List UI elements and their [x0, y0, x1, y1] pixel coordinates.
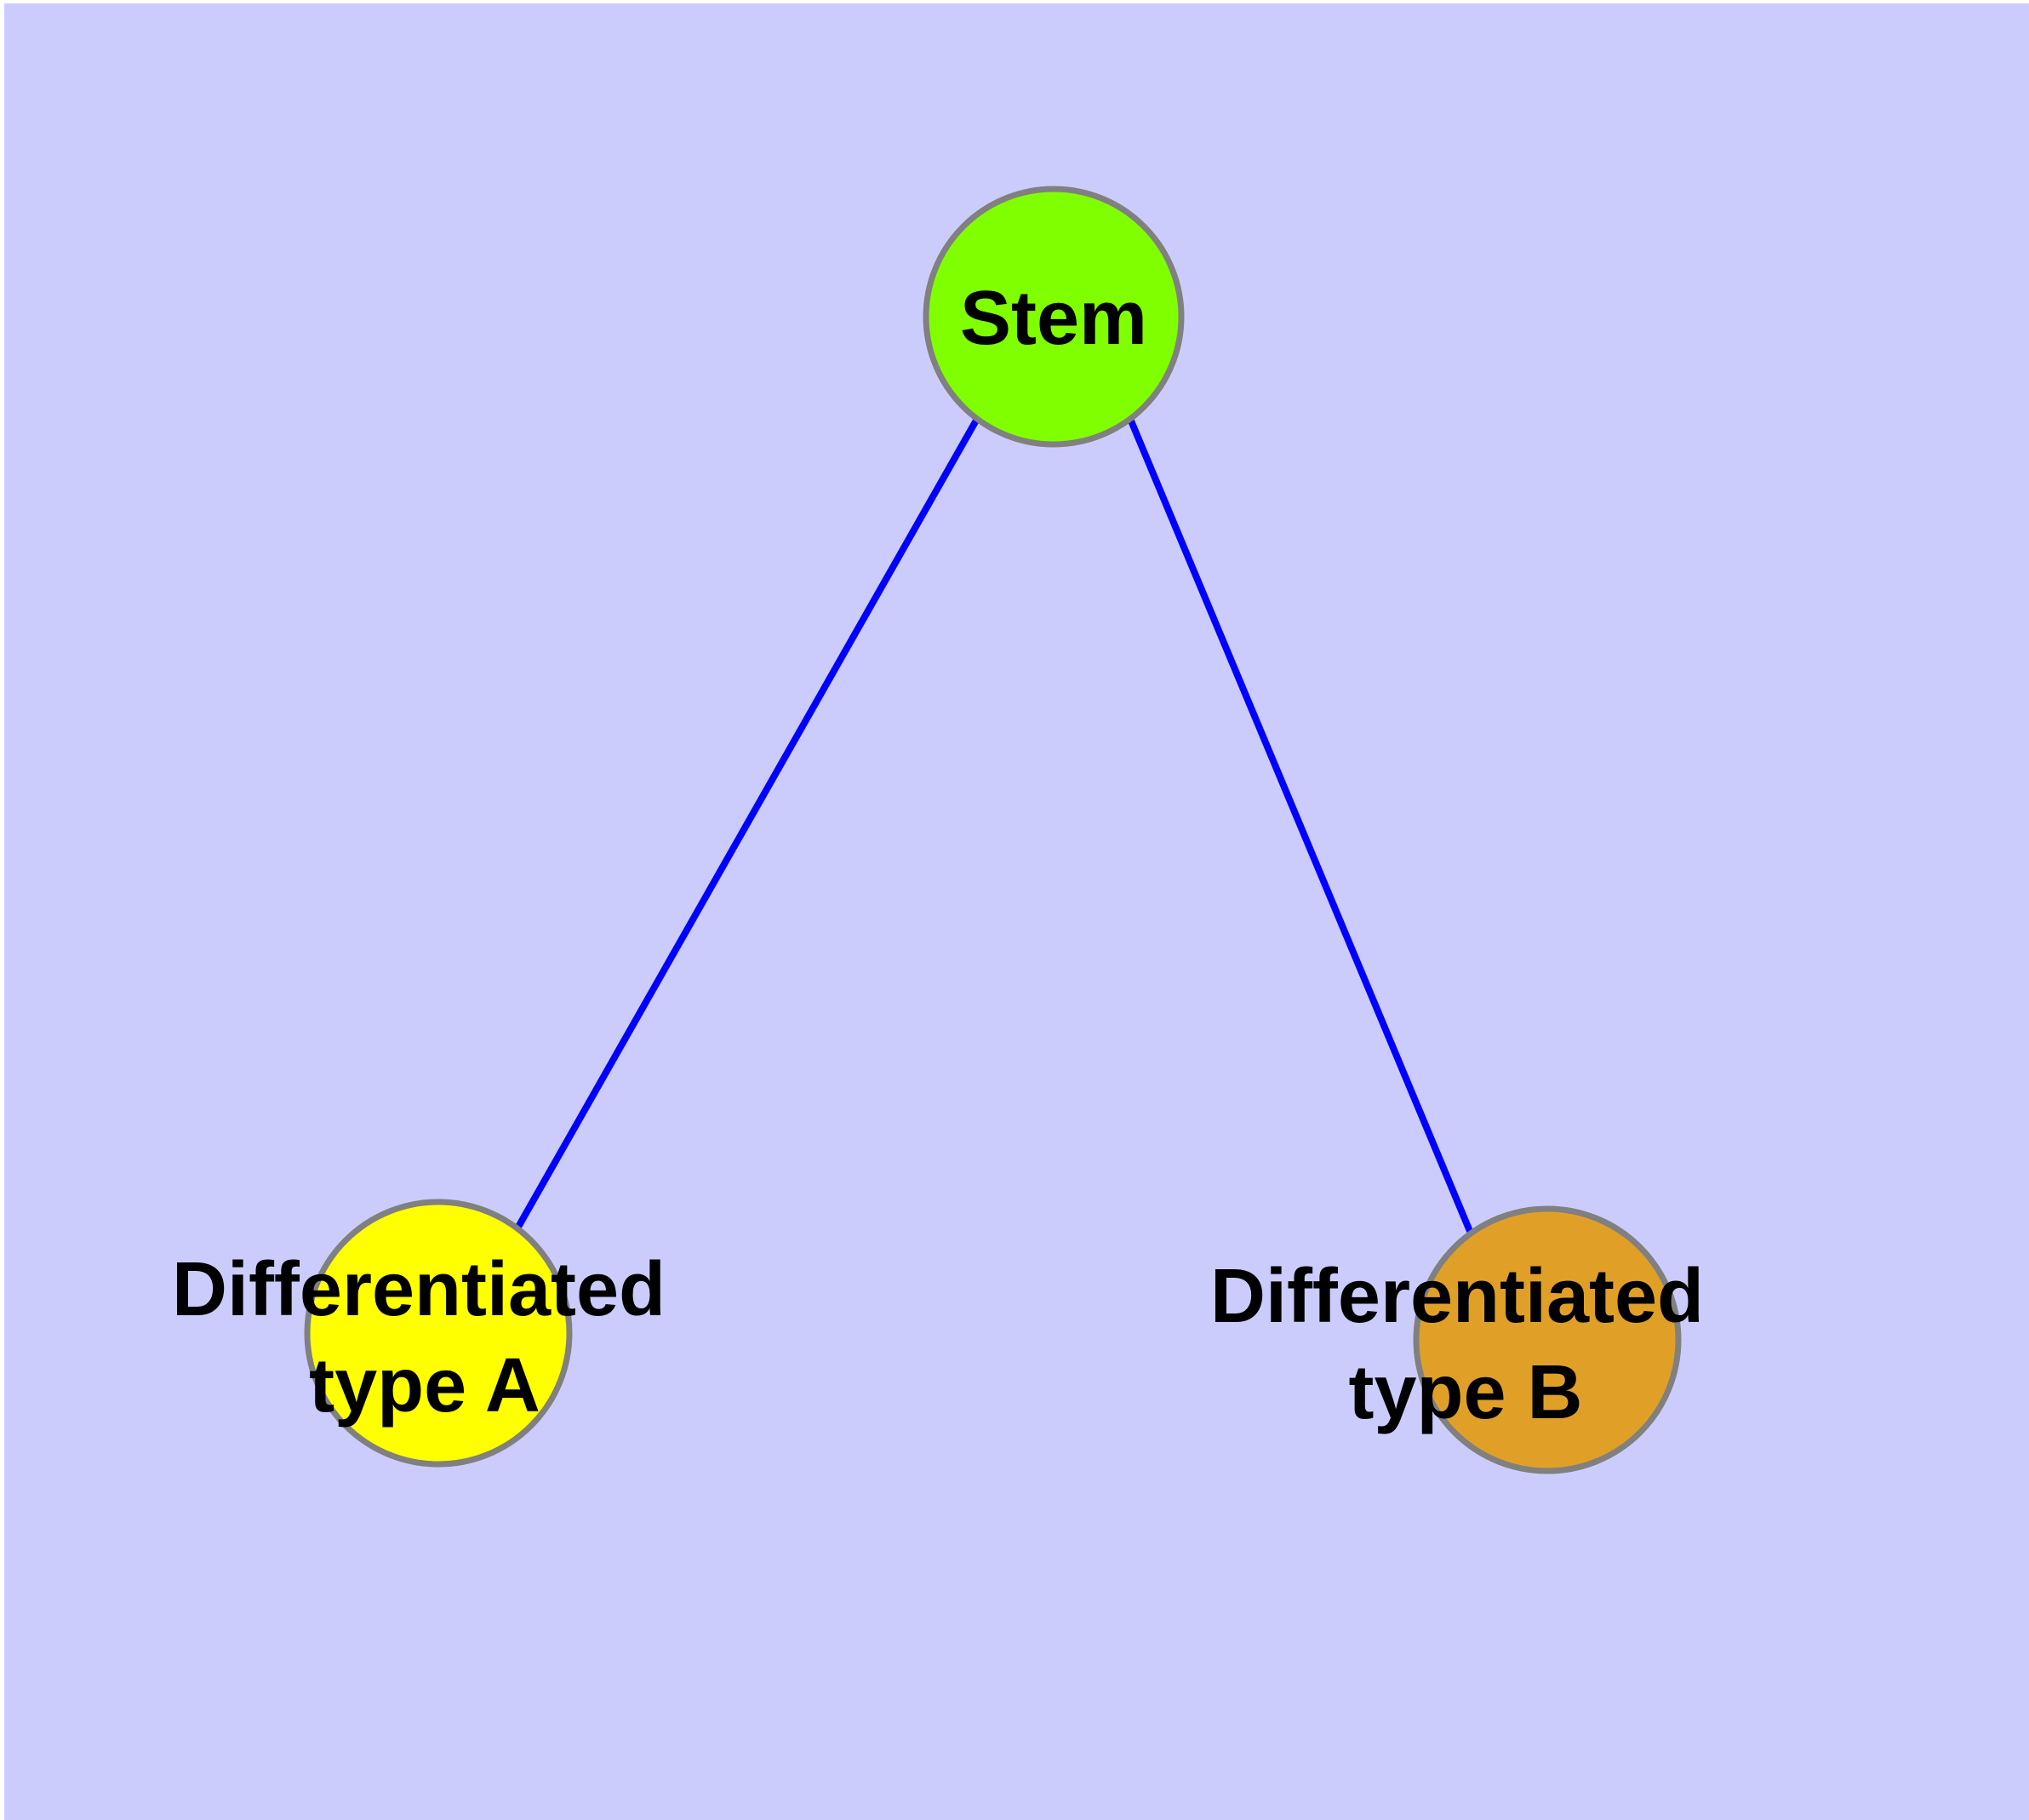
node-differentiated-type-a-circle[interactable]	[304, 1199, 573, 1468]
node-differentiated-type-b-label-line1: Differentiated	[1210, 1254, 1704, 1339]
edge-stem-to-differentiated-type-b[interactable]	[1127, 417, 1475, 1237]
node-differentiated-type-b-label-line2: type B	[1348, 1350, 1582, 1435]
node-differentiated-type-b-circle[interactable]	[1413, 1205, 1682, 1474]
edge-group	[514, 417, 1475, 1237]
node-differentiated-type-a-label-line2: type A	[309, 1343, 540, 1428]
node-stem-label: Stem	[960, 276, 1147, 361]
node-differentiated-type-b[interactable]: Differentiated type B	[1210, 1205, 1704, 1474]
edge-stem-to-differentiated-type-a[interactable]	[514, 417, 980, 1230]
node-differentiated-type-a[interactable]: Differentiated type A	[172, 1199, 666, 1468]
node-stem[interactable]: Stem	[923, 186, 1185, 448]
node-stem-circle[interactable]	[923, 186, 1185, 448]
node-differentiated-type-a-label-line1: Differentiated	[172, 1247, 666, 1332]
